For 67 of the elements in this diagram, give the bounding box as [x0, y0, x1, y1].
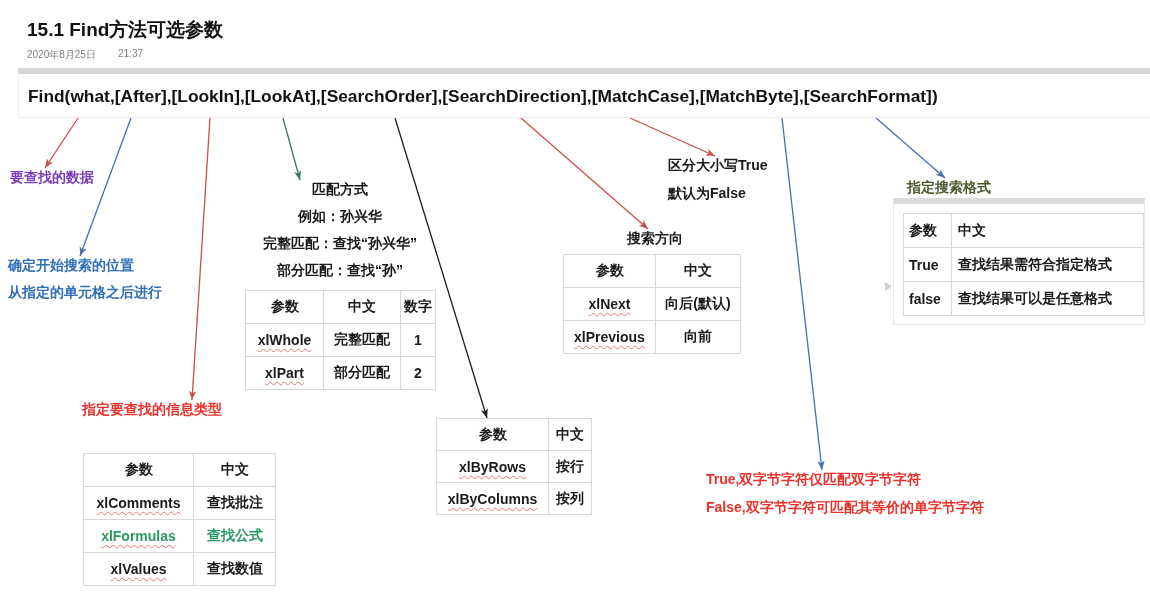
column-header: 数字 — [400, 290, 436, 324]
table-cell: xlPrevious — [563, 320, 656, 354]
annotation-text: 区分大小写True — [668, 156, 768, 174]
table-heading: 指定搜索格式 — [907, 178, 991, 196]
table-cell: 查找公式 — [193, 519, 276, 553]
table-cell: xlWhole — [245, 323, 324, 357]
table-cell: xlNext — [563, 287, 656, 321]
title: 15.1 Find方法可选参数 — [27, 18, 224, 42]
column-header: 参数 — [83, 453, 194, 487]
column-header: 中文 — [951, 213, 1144, 248]
table-cell: 完整匹配 — [323, 323, 401, 357]
arrow — [520, 117, 649, 230]
table-cell: 查找数值 — [193, 552, 276, 586]
table-heading: 搜索方向 — [600, 229, 710, 247]
column-header: 中文 — [193, 453, 276, 487]
table-heading: 匹配方式 — [312, 180, 368, 198]
arrow — [629, 117, 716, 157]
table-cell: 向前 — [655, 320, 741, 354]
time-text: 21:37 — [118, 48, 144, 59]
annotation-text: 完整匹配：查找“孙兴华” — [263, 234, 417, 252]
column-header: 参数 — [903, 213, 952, 248]
annotation-text: 指定要查找的信息类型 — [82, 400, 222, 418]
column-header: 参数 — [436, 418, 549, 451]
annotation-text: 从指定的单元格之后进行 — [8, 283, 162, 301]
table-cell: 查找批注 — [193, 486, 276, 520]
table-cell: 按列 — [548, 482, 592, 515]
table-cell: 2 — [400, 356, 436, 390]
parameter-table — [563, 254, 741, 354]
column-header: 中文 — [323, 290, 401, 324]
column-header: 参数 — [563, 254, 656, 288]
annotation-text: 确定开始搜索的位置 — [8, 256, 134, 274]
table-cell: 向后(默认) — [655, 287, 741, 321]
annotation-text: True,双字节字符仅匹配双字节字符 — [706, 470, 922, 488]
arrow — [394, 117, 488, 419]
annotation-text: 默认为False — [668, 184, 746, 202]
table-cell: 按行 — [548, 450, 592, 483]
annotation-text: 要查找的数据 — [10, 168, 94, 186]
annotation-text: 部分匹配：查找“孙” — [277, 261, 403, 279]
table-cell: 1 — [400, 323, 436, 357]
code-panel — [18, 68, 1150, 118]
table-cell: xlByColumns — [436, 482, 549, 515]
arrow — [44, 117, 79, 169]
table-cell: xlPart — [245, 356, 324, 390]
table-cell: xlValues — [83, 552, 194, 586]
table-cell: 查找结果可以是任意格式 — [951, 281, 1144, 316]
annotation-text: 例如：孙兴华 — [298, 207, 382, 225]
table-panel — [893, 198, 1145, 325]
column-header: 中文 — [548, 418, 592, 451]
table-cell: false — [903, 281, 952, 316]
annotation-text: False,双字节字符可匹配其等价的单字节字符 — [706, 498, 984, 516]
arrow — [282, 117, 302, 181]
arrow — [781, 117, 825, 471]
table-cell: xlByRows — [436, 450, 549, 483]
parameter-table — [245, 290, 436, 390]
parameter-table — [83, 453, 276, 586]
table-cell: True — [903, 247, 952, 282]
table-cell: 查找结果需符合指定格式 — [951, 247, 1144, 282]
arrow — [189, 117, 211, 401]
table-cell: xlFormulas — [83, 519, 194, 553]
table-cell: xlComments — [83, 486, 194, 520]
arrow — [875, 117, 946, 179]
table-cell: 部分匹配 — [323, 356, 401, 390]
column-header: 中文 — [655, 254, 741, 288]
function-signature: Find(what,[After],[LookIn],[LookAt],[SearchOrder],[SearchDirection],[MatchCase],[MatchByte],[SearchFormat]) — [28, 86, 938, 107]
arrow — [79, 117, 132, 257]
column-header: 参数 — [245, 290, 324, 324]
parameter-table — [436, 418, 592, 515]
